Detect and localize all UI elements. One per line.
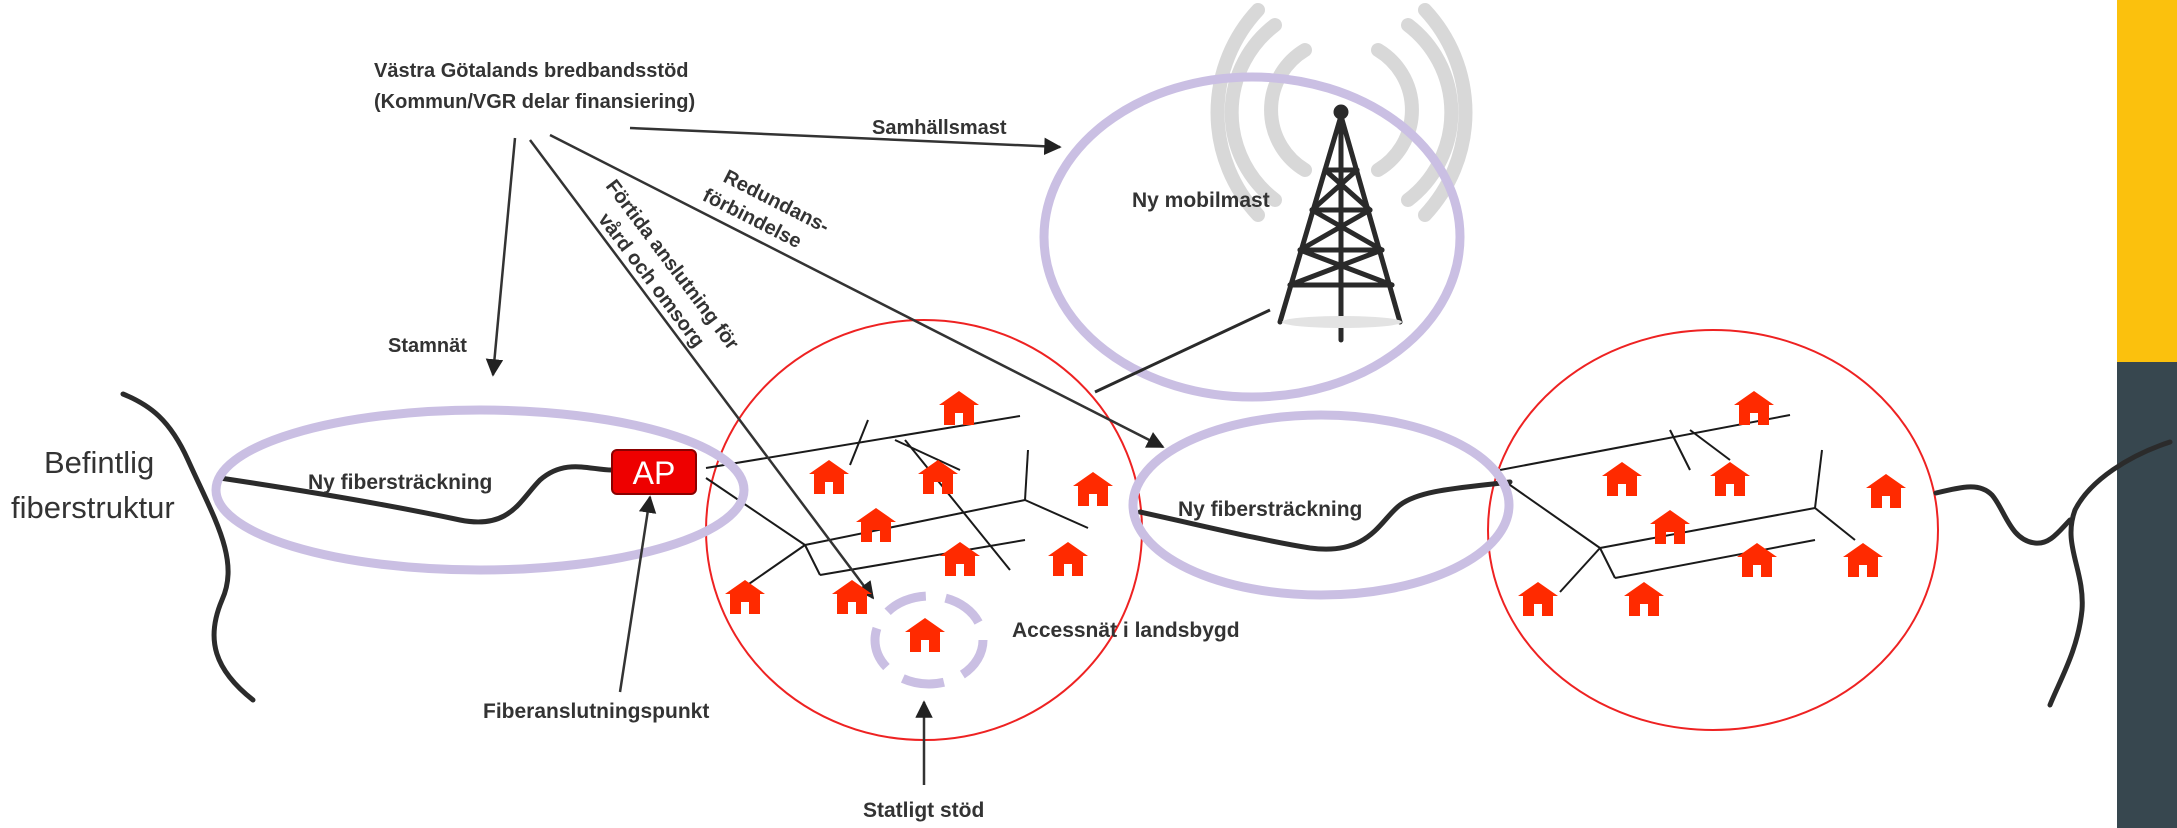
ny-mobilmast-label: Ny mobilmast — [1132, 189, 1270, 212]
stamnat-label: Stamnät — [388, 335, 467, 357]
access-point-box — [611, 449, 697, 495]
house-icon — [1048, 542, 1088, 576]
house-icon — [905, 618, 945, 652]
arrow-redundans — [549, 133, 1165, 449]
tower-shadow — [1282, 316, 1402, 328]
ring-new-fiber-left — [211, 405, 749, 575]
house-icon — [1843, 543, 1883, 577]
houses-right — [1518, 391, 1906, 616]
befintlig-line1: Befintlig — [44, 445, 154, 480]
existing-fiber-left — [120, 391, 256, 703]
access-circle-left — [705, 319, 1143, 741]
vgr-title-line2: (Kommun/VGR delar finansiering) — [374, 91, 695, 113]
arrow-fiberanslutning — [618, 495, 657, 693]
accessnat-label: Accessnät i landsbygd — [1012, 619, 1240, 642]
radio-waves-icon — [1210, 3, 1473, 222]
ny-fiber-right-label: Ny fibersträckning — [1178, 498, 1362, 521]
accent-bar-dark — [2117, 362, 2177, 828]
access-circle-right — [1487, 329, 1939, 731]
fiberanslutningspunkt-label: Fiberanslutningspunkt — [483, 700, 709, 723]
new-fiber-left — [217, 464, 615, 525]
ring-new-fiber-right — [1128, 410, 1514, 600]
ap-label: AP — [633, 455, 676, 491]
house-icon — [832, 580, 872, 614]
house-icon — [939, 391, 979, 425]
arrow-to-stamnat — [485, 137, 517, 377]
samhallsmast-label: Samhällsmast — [872, 117, 1007, 139]
ny-fiber-left-label: Ny fibersträckning — [308, 471, 492, 494]
fiber-right-to-edge — [1933, 484, 2073, 546]
radio-tower-icon — [1277, 104, 1403, 343]
statligt-stod-label: Statligt stöd — [863, 799, 984, 822]
house-icon — [725, 580, 765, 614]
house-icon — [1602, 462, 1642, 496]
distribution-network-left — [705, 415, 1089, 596]
house-icon — [1734, 391, 1774, 425]
arrow-to-samhallsmast — [629, 126, 1062, 156]
accent-bar-yellow — [2117, 0, 2177, 362]
house-icon — [1624, 582, 1664, 616]
house-icon — [940, 542, 980, 576]
distribution-network-right — [1499, 414, 1856, 593]
arrow-fortida — [528, 139, 875, 600]
existing-fiber-right — [2047, 439, 2173, 708]
house-icon — [1518, 582, 1558, 616]
house-icon — [1710, 462, 1750, 496]
new-fiber-right — [1137, 479, 1513, 552]
house-icon — [1073, 472, 1113, 506]
house-icon — [1866, 474, 1906, 508]
ring-mobile-mast — [1039, 72, 1465, 402]
befintlig-line2: fiberstruktur — [11, 490, 175, 525]
house-icon — [856, 508, 896, 542]
ring-state-support-house — [870, 591, 988, 689]
arrows — [485, 126, 1165, 785]
house-icon — [1650, 510, 1690, 544]
tower-connection-line — [1094, 308, 1271, 394]
vgr-title-line1: Västra Götalands bredbandsstöd — [374, 60, 689, 82]
house-icon — [809, 460, 849, 494]
